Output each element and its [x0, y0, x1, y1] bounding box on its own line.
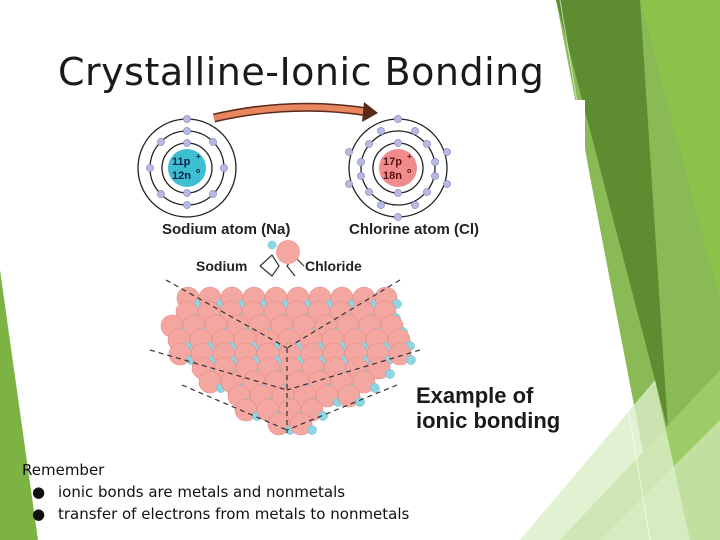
chlorine-zero: o [407, 168, 411, 175]
chloride-ion [337, 384, 361, 408]
chlorine-atom-label: Chlorine atom (Cl) [349, 221, 479, 238]
bullet-glyph: ● [32, 483, 46, 501]
caption-line-1: Example of [416, 383, 534, 408]
list-item: ● transfer of electrons from metals to no… [32, 503, 409, 525]
label-connector-left [259, 254, 280, 277]
list-item: ● ionic bonds are metals and nonmetals [32, 481, 409, 503]
chlorine-electrons [345, 115, 451, 221]
right-top-green [640, 0, 720, 300]
right-bottom-pale-green [520, 380, 690, 540]
bullet-glyph: ● [32, 505, 46, 523]
sodium-atom-label: Sodium atom (Na) [162, 221, 290, 238]
sodium-plus: + [196, 152, 201, 161]
notes-heading: Remember [22, 461, 105, 479]
sodium-ion [307, 425, 317, 435]
nacl-crystal-lattice [160, 286, 416, 436]
chlorine-nucleus [379, 149, 417, 187]
left-green-sliver [0, 270, 38, 540]
sodium-ion [370, 383, 380, 393]
ionic-bonding-figure: 11p + 12n o 17p + 18n o Sodium atom (Na)… [132, 100, 585, 438]
caption-line-2: ionic bonding [416, 408, 560, 433]
transfer-arrow-head [362, 102, 378, 122]
sodium-atom: 11p + 12n o [137, 115, 237, 218]
notes-block: Remember ● ionic bonds are metals and non… [22, 459, 409, 525]
chlorine-plus: + [407, 152, 412, 161]
sodium-ion [406, 355, 416, 365]
chloride-ion-sample [276, 240, 300, 264]
sodium-ion-label: Sodium [196, 258, 247, 274]
sodium-protons: 11p [172, 156, 191, 168]
sodium-nucleus [168, 149, 206, 187]
list-item-text: transfer of electrons from metals to non… [58, 505, 410, 523]
chloride-ion [388, 342, 412, 366]
chloride-ion-label: Chloride [305, 258, 362, 274]
chlorine-protons: 17p [383, 156, 402, 168]
sodium-ion-sample [267, 240, 277, 250]
chlorine-atom: 17p + 18n o [345, 115, 451, 221]
sodium-ion [385, 369, 395, 379]
list-item-text: ionic bonds are metals and nonmetals [58, 483, 346, 501]
chloride-ion [367, 356, 391, 380]
sodium-zero: o [196, 168, 200, 175]
transfer-arrow [213, 104, 369, 121]
right-dark-green-wedge [556, 0, 668, 430]
sodium-electrons [146, 115, 228, 209]
sodium-neutrons: 12n [172, 170, 191, 182]
chlorine-neutrons: 18n [383, 170, 402, 182]
sodium-ion [318, 411, 328, 421]
lattice-axes [149, 279, 421, 433]
slide-title: Crystalline-Ionic Bonding [58, 50, 545, 94]
notes-list: ● ionic bonds are metals and nonmetals ● t… [22, 481, 409, 525]
chloride-ion [352, 370, 376, 394]
